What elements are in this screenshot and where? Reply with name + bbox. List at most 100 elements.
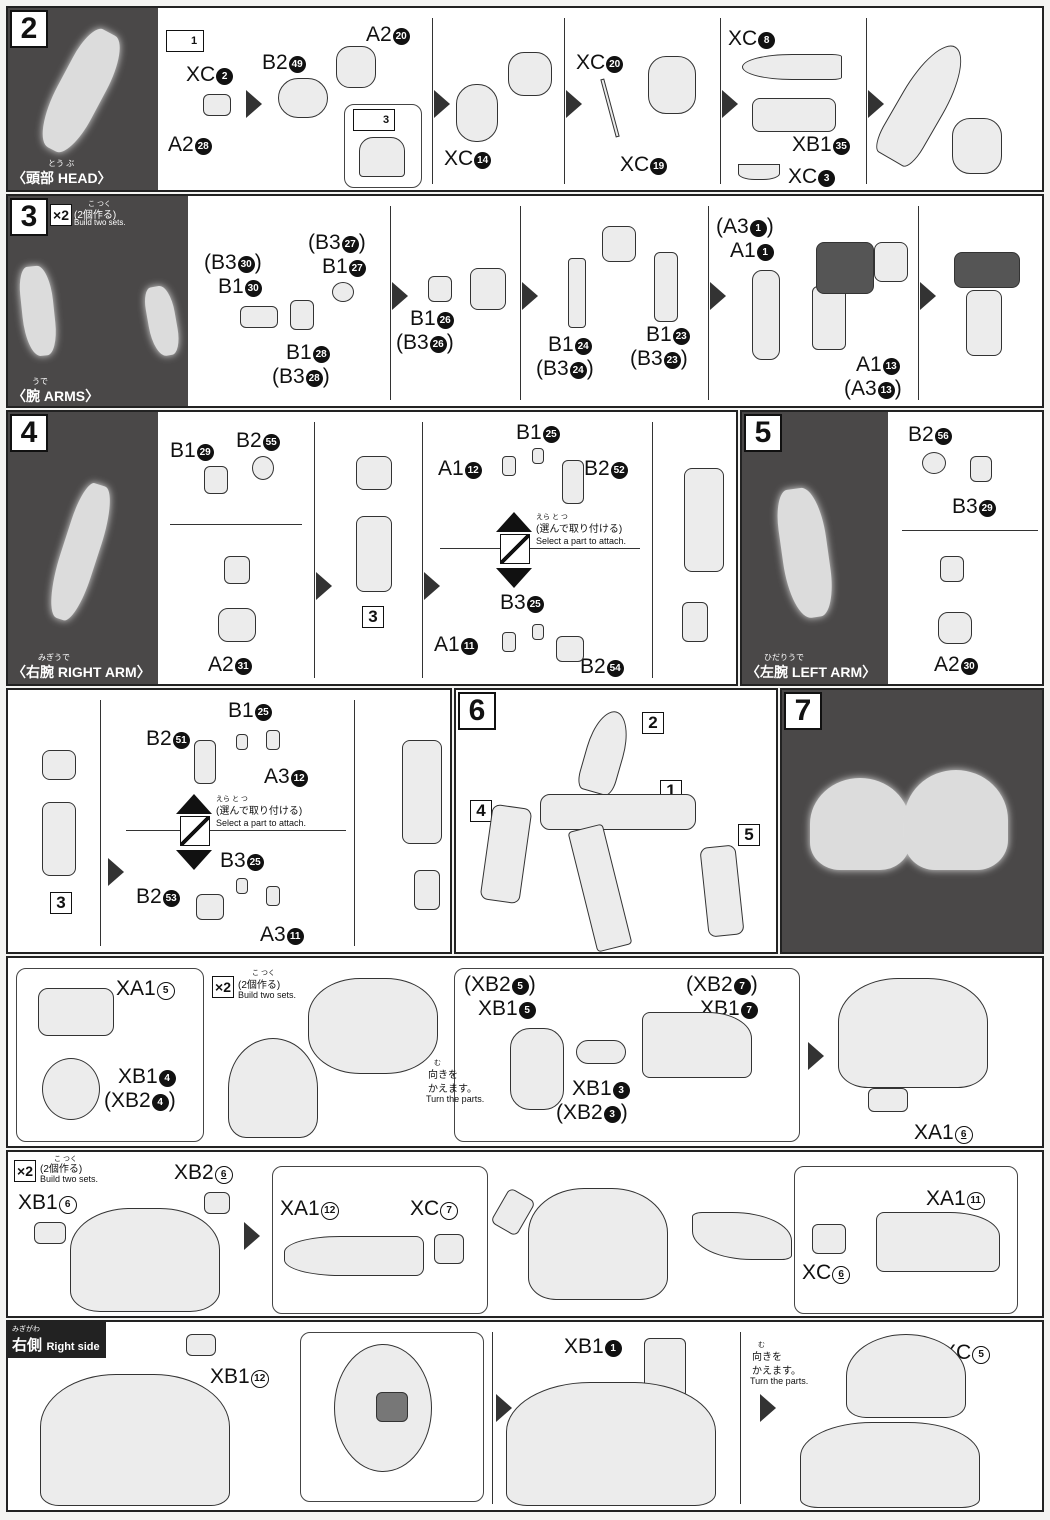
ref-step-box: 2: [642, 712, 664, 734]
part-shape: [236, 878, 248, 894]
part-shape: [742, 54, 842, 80]
part-shape: [428, 276, 452, 302]
step-2-caption: 〈頭部 HEAD〉: [12, 170, 112, 186]
part-shape: [816, 242, 874, 294]
step-number: 3: [10, 198, 48, 236]
step-6-panel: 6 2 1 4 5: [454, 688, 778, 954]
part-shape: [194, 740, 216, 784]
step-number: 6: [458, 692, 496, 730]
part-shape: [568, 258, 586, 328]
part-shape: [332, 282, 354, 302]
part-shape: [204, 466, 228, 494]
step-number: 4: [10, 414, 48, 452]
step-arrow: [760, 1394, 776, 1422]
step-arrow: [434, 90, 450, 118]
side-label: みぎがわ 右側 Right side: [8, 1322, 106, 1358]
step-5-caption: 〈左腕 LEFT ARM〉: [746, 664, 877, 680]
part-shape: [752, 98, 836, 132]
part-shape: [876, 1212, 1000, 1272]
step-arrow: [108, 858, 124, 886]
part-shape: [970, 456, 992, 482]
ref-step-3: 3: [50, 892, 72, 914]
select-down-arrow: [496, 568, 532, 588]
part-shape: [642, 1012, 752, 1078]
part-shape: [508, 52, 552, 96]
select-icon: [500, 534, 530, 564]
head-part: [575, 706, 635, 798]
arm-part: [699, 844, 745, 938]
part-shape: [738, 164, 780, 180]
part-shape: [800, 1422, 980, 1508]
part-shape: [846, 1334, 966, 1418]
part-shape: [952, 118, 1002, 174]
part-shape: [654, 252, 678, 322]
part-shape: [502, 456, 516, 476]
part-shape: [308, 978, 438, 1074]
step-arrow: [496, 1394, 512, 1422]
step-arrow: [424, 572, 440, 600]
part-shape: [284, 1236, 424, 1276]
part-shape: [34, 1222, 66, 1244]
select-icon: [180, 816, 210, 846]
part-shape: [470, 268, 506, 310]
sticker-callout: 3: [344, 104, 422, 188]
part-shape: [752, 270, 780, 360]
step-arrow: [246, 90, 262, 118]
step-arrow: [244, 1222, 260, 1250]
part-shape: [186, 1334, 216, 1356]
build-count: ×2: [14, 1160, 36, 1182]
part-shape: [336, 46, 376, 88]
part-shape: [506, 1382, 716, 1506]
part-shape: [278, 78, 328, 118]
step-arrow: [566, 90, 582, 118]
part-shape: [838, 978, 988, 1088]
step-number: 7: [784, 692, 822, 730]
step-arrow: [392, 282, 408, 310]
part-shape: [868, 1088, 908, 1112]
select-down-arrow: [176, 850, 212, 870]
part-shape: [38, 988, 114, 1036]
part-shape: [922, 452, 946, 474]
step-4-caption: 〈右腕 RIGHT ARM〉: [12, 664, 151, 680]
select-up-arrow: [176, 794, 212, 814]
step-5-photo: [742, 412, 888, 684]
